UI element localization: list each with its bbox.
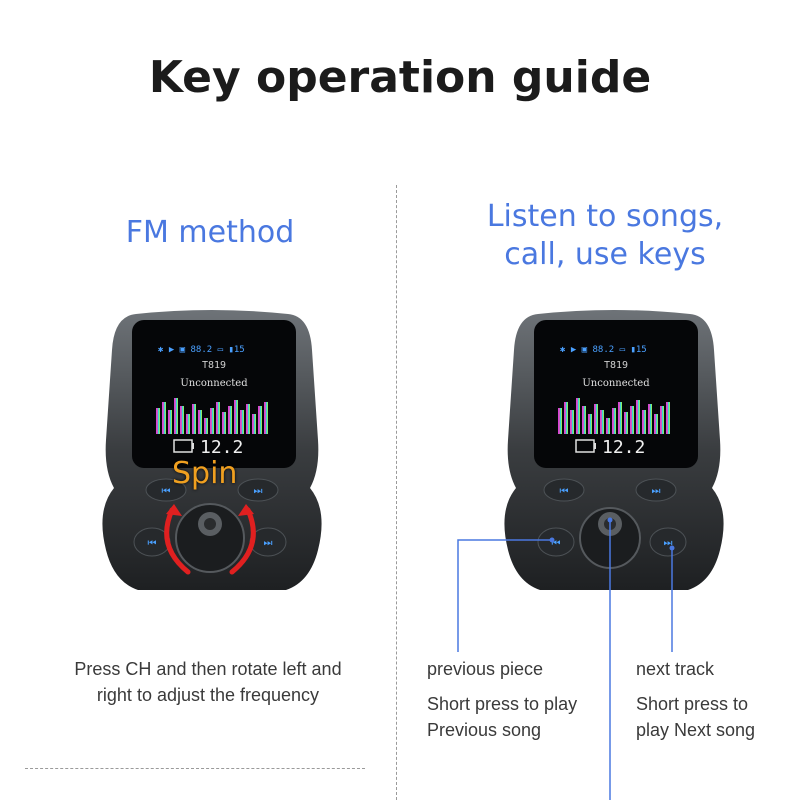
spin-label: Spin [172,456,238,491]
next-track-icon[interactable]: ⏭ [635,478,677,502]
screen-status-bar: ✱ ▶ ▣ 88.2 ▭ ▮15 [158,345,245,355]
previous-desc-line-1: Short press to play [427,694,578,714]
fm-transmitter-device-right: ✱ ▶ ▣ 88.2 ▭ ▮15 T819 Unconnected 12.2 ⏮… [504,310,724,590]
center-divider [396,185,397,800]
keys-heading: Listen to songs, call, use keys [450,198,760,274]
next-desc-line-2: play Next song [636,720,756,740]
previous-desc-line-2: Previous song [427,720,542,740]
previous-piece-description: Short press to play Previous song [427,691,607,743]
screen-model: T819 [202,360,226,371]
battery-icon [173,439,194,453]
fm-caption-line-2: right to adjust the frequency [96,685,320,705]
equalizer-bars-right [558,398,670,434]
next-track-description: Short press to play Next song [636,691,796,743]
next-track-title: next track [636,659,715,679]
equalizer-bars [156,398,268,434]
screen-voltage-right: 12.2 [602,437,645,458]
page-title: Key operation guide [148,52,652,103]
bottom-divider [25,768,365,769]
svg-text:⏭: ⏭ [254,486,263,497]
screen-voltage: 12.2 [200,437,243,458]
svg-text:⏭: ⏭ [264,538,273,549]
rotary-knob-icon[interactable] [579,507,641,569]
spin-arrows [164,504,256,575]
screen-status-bar-right: ✱ ▶ ▣ 88.2 ▭ ▮15 [560,345,647,355]
next-track-icon[interactable]: ⏭ [237,478,279,502]
next-desc-line-1: Short press to [636,694,749,714]
next-track-button[interactable]: ⏭ [649,527,687,557]
keys-heading-line-2: call, use keys [504,237,706,272]
fm-transmitter-device-left: ✱ ▶ ▣ 88.2 ▭ ▮15 T819 Unconnected 12.2 ⏮… [102,310,322,590]
previous-piece-button[interactable]: ⏮ [537,527,575,557]
fm-caption-line-1: Press CH and then rotate left and [74,659,342,679]
previous-track-icon[interactable]: ⏮ [145,478,187,502]
fm-method-heading: FM method [125,215,295,250]
screen-model-right: T819 [604,360,628,371]
keys-heading-line-1: Listen to songs, [486,199,724,234]
battery-icon [575,439,596,453]
fm-method-caption: Press CH and then rotate left and right … [40,656,376,708]
svg-text:⏭: ⏭ [664,538,673,549]
previous-track-icon[interactable]: ⏮ [543,478,585,502]
svg-text:✱ ▶ ▣ 88.2 ▭ ▮15: ✱ ▶ ▣ 88.2 ▭ ▮15 [560,345,647,355]
screen-status: Unconnected [180,378,248,389]
screen-status-right: Unconnected [582,378,650,389]
svg-text:⏮: ⏮ [148,538,157,549]
svg-text:⏭: ⏭ [652,486,661,497]
rotary-knob-icon[interactable] [175,503,245,573]
svg-text:⏮: ⏮ [560,486,569,497]
svg-text:✱ ▶ ▣ 88.2 ▭ ▮15: ✱ ▶ ▣ 88.2 ▭ ▮15 [158,345,245,355]
svg-text:⏮: ⏮ [162,486,171,497]
previous-piece-title: previous piece [427,659,544,679]
svg-text:⏮: ⏮ [552,538,561,549]
